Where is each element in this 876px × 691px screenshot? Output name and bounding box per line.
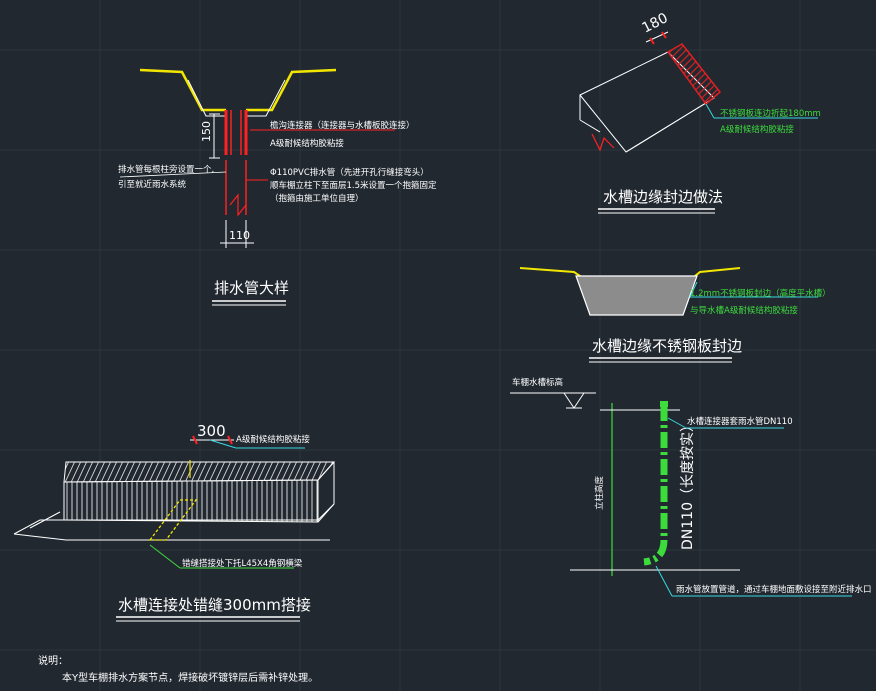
lap-note-bottom: 错缝搭接处下托L45X4角钢横梁 [182,558,303,569]
hatched-seal-plate [666,43,722,106]
elevation-top-label: 车棚水槽标高 [512,377,563,388]
stainless-note2: 与导水槽A级耐候结构胶粘接 [690,305,798,316]
edge-seal-note2: A级耐候结构胶粘接 [720,124,794,135]
drain-pipe-detail: 150 110 檐沟连接器（连接器与水槽板胶连接） A级耐候结构胶粘接 Φ110… [118,68,437,306]
dim-110-label: 110 [229,229,250,242]
pipe-label: DN110（长度按实） [680,418,696,550]
notes-line1: 本Y型车棚排水方案节点，焊接破坏镀锌层后需补锌处理。 [62,671,318,684]
drain-leaders [119,129,395,181]
drain-pipe [224,110,248,217]
column-height-label: 立柱高度 [594,475,605,510]
lap-joint-detail: 300 A级耐候结构胶粘接 错缝搭接处下托L45X4角钢横梁 水槽连接处错缝30… [13,422,336,622]
edge-seal-note1: 不锈钢板连边折起180mm [720,108,821,119]
elevation-note-bottom: 雨水管放置管道，通过车棚地面敷设接至附近排水口 [676,584,872,595]
notes-heading: 说明： [38,654,68,667]
lap-overlap-zone [148,499,198,541]
dim-150-label: 150 [200,121,213,142]
note-glue: A级耐候结构胶粘接 [270,138,344,149]
lap-joint-title: 水槽连接处错缝300mm搭接 [118,596,311,614]
edge-seal-title: 水槽边缘封边做法 [603,188,723,206]
gutter-section [575,275,698,316]
stainless-seal-detail: 1.2mm不锈钢板封边（高度平水槽） 与导水槽A级耐候结构胶粘接 水槽边缘不锈钢… [519,267,831,363]
elevation-note-top: 水槽连接器套雨水管DN110 [687,416,793,427]
dn110-pipe [643,405,668,566]
note-pipe-line1: Φ110PVC排水管（先进开孔行缝接弯头） [270,167,429,178]
drain-pipe-title: 排水管大样 [214,279,289,297]
dimension-110: 110 [220,220,254,248]
note-pipe-line3: （抱箍由施工单位自理） [270,193,364,204]
note-connector: 檐沟连接器（连接器与水槽板胶连接） [270,120,415,131]
gutter-profile [139,68,337,117]
stainless-note1: 1.2mm不锈钢板封边（高度平水槽） [690,288,831,299]
lap-note-top: A级耐候结构胶粘接 [236,434,310,445]
dimension-150: 150 [200,113,220,159]
dim-300-label: 300 [197,422,226,440]
pipe-elevation-detail: 车棚水槽标高 立柱高度 DN110（长度按实） 水槽连接器套雨水管DN110 雨… [510,377,872,597]
drawing-notes: 说明： 本Y型车棚排水方案节点，焊接破坏镀锌层后需补锌处理。 [38,654,318,684]
break-mark [591,133,615,152]
note-pipe-line2: 顺车棚立柱下至面层1.5米设置一个抱箍固定 [270,180,437,191]
note-left-line1: 排水管每根柱旁设置一个, [118,164,214,175]
stainless-seal-title: 水槽边缘不锈钢板封边 [592,337,742,355]
note-left-line2: 引至就近雨水系统 [118,179,187,190]
